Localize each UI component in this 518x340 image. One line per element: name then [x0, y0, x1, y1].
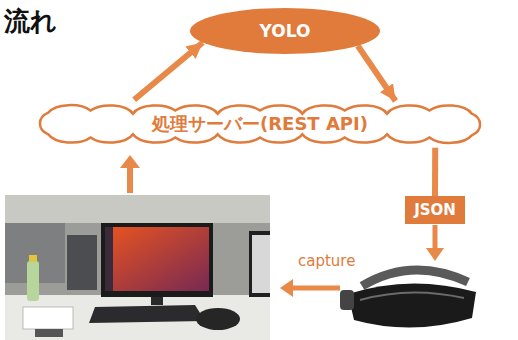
upload-arrow	[127, 166, 133, 193]
photo-paper	[23, 307, 73, 329]
capture-arrow	[292, 286, 340, 291]
photo-second-monitor	[249, 231, 270, 297]
flow-label: capture	[298, 252, 355, 270]
photo-speaker	[196, 308, 240, 330]
photo-keyboard	[89, 305, 205, 323]
json-box: JSON	[405, 196, 465, 224]
node-text: 処理サーバー(REST API)	[152, 113, 368, 135]
diagram-title: 流れ	[4, 4, 57, 39]
yolo-ellipse: YOLO	[190, 8, 380, 54]
json-arrow	[433, 225, 438, 250]
node-text: YOLO	[260, 21, 311, 41]
photo-background	[5, 195, 270, 340]
cloud-shape	[40, 105, 480, 143]
box-shape	[405, 196, 465, 224]
server-cloud: 処理サーバー(REST API)	[18, 92, 502, 156]
photo-stand	[151, 297, 163, 305]
photo-desk	[5, 295, 270, 340]
photo-ceiling	[5, 195, 270, 223]
headset-side	[340, 290, 354, 310]
flow-arrow	[134, 43, 203, 100]
ellipse-shape	[190, 8, 380, 54]
hololens-headset	[340, 270, 476, 328]
photo-second-screen	[252, 235, 270, 293]
photo-tower	[67, 235, 97, 290]
flow-arrow	[432, 148, 438, 196]
headset-gloss	[360, 292, 464, 300]
capture-arrowhead	[280, 279, 293, 297]
flow-arrow	[358, 46, 396, 101]
node-text: JSON	[414, 201, 456, 219]
photo-bottle	[27, 261, 39, 301]
workstation-photo	[5, 195, 270, 340]
photo-monitor	[101, 223, 213, 297]
photo-bottle-cap	[29, 255, 37, 262]
photo-screen	[105, 227, 209, 291]
photo-phone	[35, 329, 63, 337]
upload-arrowhead	[120, 155, 140, 168]
photo-launcher	[105, 227, 113, 291]
headset-visor	[348, 283, 476, 327]
json-arrowhead	[426, 248, 444, 261]
